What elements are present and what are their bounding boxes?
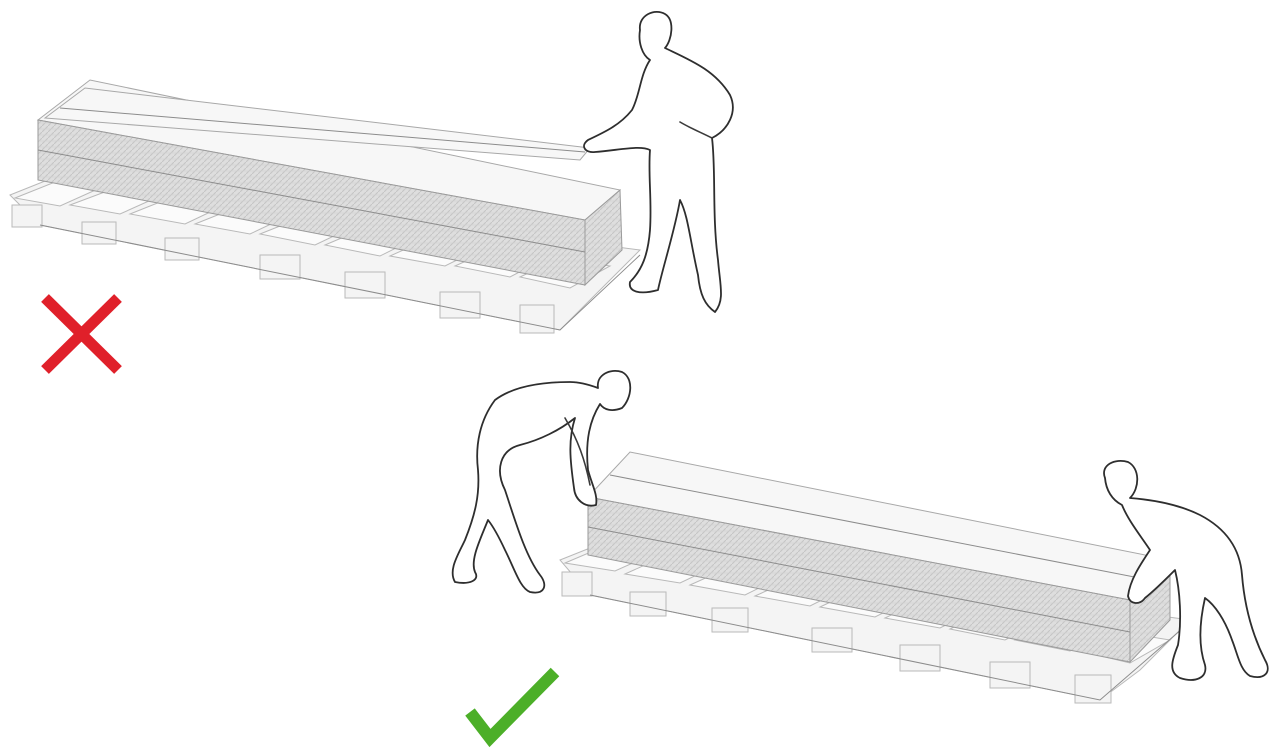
- incorrect-scene: [10, 12, 733, 370]
- check-icon: [470, 672, 555, 738]
- correct-scene: [453, 371, 1268, 738]
- cross-icon: [45, 298, 118, 370]
